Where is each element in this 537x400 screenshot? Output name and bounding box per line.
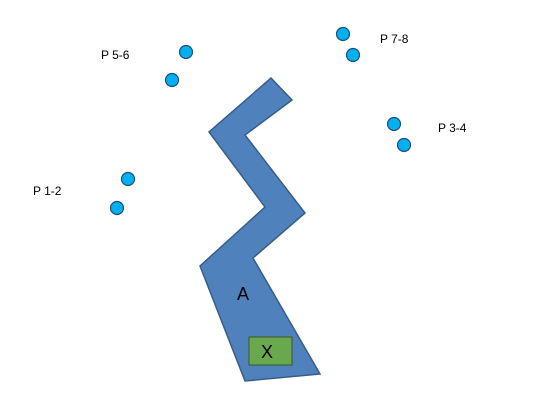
point-8 — [345, 47, 361, 63]
point-group-label-p3-4: P 3-4 — [438, 121, 467, 135]
point-2 — [109, 200, 125, 216]
point-6 — [164, 72, 180, 88]
point-3 — [386, 116, 402, 132]
point-5 — [178, 44, 194, 60]
point-7 — [335, 26, 351, 42]
point-group-label-p7-8: P 7-8 — [380, 32, 409, 46]
point-1 — [120, 171, 136, 187]
point-group-label-p5-6: P 5-6 — [101, 48, 130, 62]
point-4 — [396, 137, 412, 153]
point-group-label-p1-2: P 1-2 — [33, 184, 62, 198]
shape-a-label: A — [237, 284, 249, 304]
zigzag-shape-a — [199, 76, 322, 382]
box-x-label: X — [261, 342, 273, 362]
box-x — [248, 336, 293, 366]
